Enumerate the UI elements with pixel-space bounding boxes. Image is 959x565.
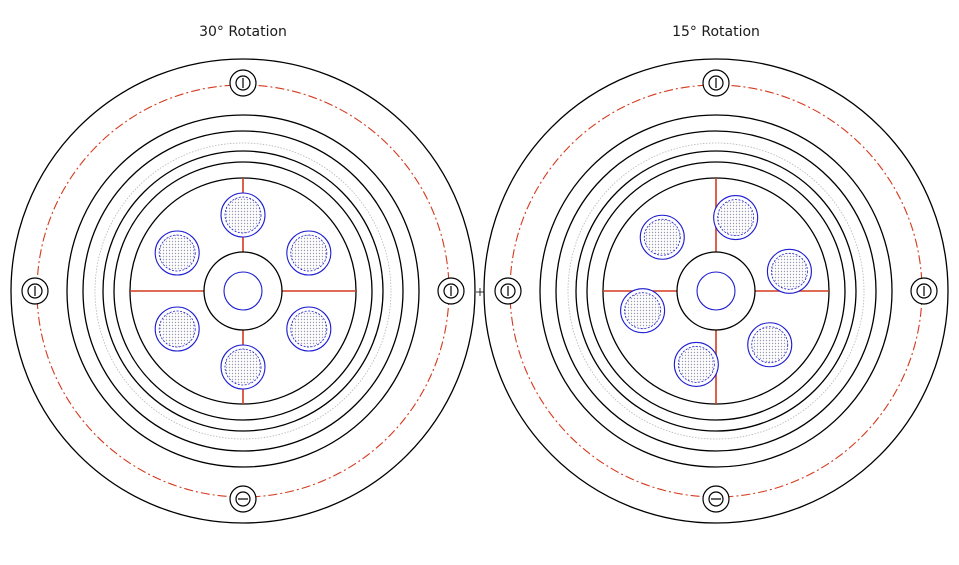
diagram-15-rotation: 15° Rotation [483, 24, 949, 524]
center-port [696, 271, 736, 311]
port-hole [220, 192, 266, 238]
port-hole [154, 230, 200, 276]
port-hole [286, 306, 332, 352]
flange-figure [10, 58, 476, 524]
mounting-hole [702, 485, 730, 513]
diagram-title: 30° Rotation [199, 24, 287, 40]
concentric-ring [113, 161, 373, 421]
mounting-hole [494, 277, 522, 305]
concentric-ring [102, 150, 384, 432]
bolt-circle-centerline [509, 84, 923, 498]
diagram-title: 15° Rotation [672, 24, 760, 40]
outer-flange-edge [483, 58, 949, 524]
mounting-hole [702, 69, 730, 97]
port-hole [747, 322, 793, 368]
bolt-circle-centerline [36, 84, 450, 498]
mounting-hole [437, 277, 465, 305]
concentric-ring [555, 130, 877, 452]
concentric-ring [575, 150, 857, 432]
mounting-hole [229, 485, 257, 513]
center-hub [676, 251, 756, 331]
center-port [223, 271, 263, 311]
flange-figure [483, 58, 949, 524]
mounting-hole [910, 277, 938, 305]
port-hole [286, 230, 332, 276]
mounting-hole [21, 277, 49, 305]
concentric-ring [586, 161, 846, 421]
concentric-ring [539, 114, 893, 468]
concentric-ring [94, 142, 392, 440]
port-hole [620, 288, 666, 334]
port-hole [766, 248, 812, 294]
outer-flange-edge [10, 58, 476, 524]
port-hole [713, 195, 759, 241]
crosshair-cursor-icon [476, 288, 484, 296]
concentric-ring [66, 114, 420, 468]
mounting-hole [229, 69, 257, 97]
concentric-ring [82, 130, 404, 452]
center-hub [203, 251, 283, 331]
port-hole [154, 306, 200, 352]
port-hole [639, 214, 685, 260]
concentric-ring [567, 142, 865, 440]
port-hole [220, 344, 266, 390]
port-hole [673, 341, 719, 387]
diagram-30-rotation: 30° Rotation [10, 24, 476, 524]
